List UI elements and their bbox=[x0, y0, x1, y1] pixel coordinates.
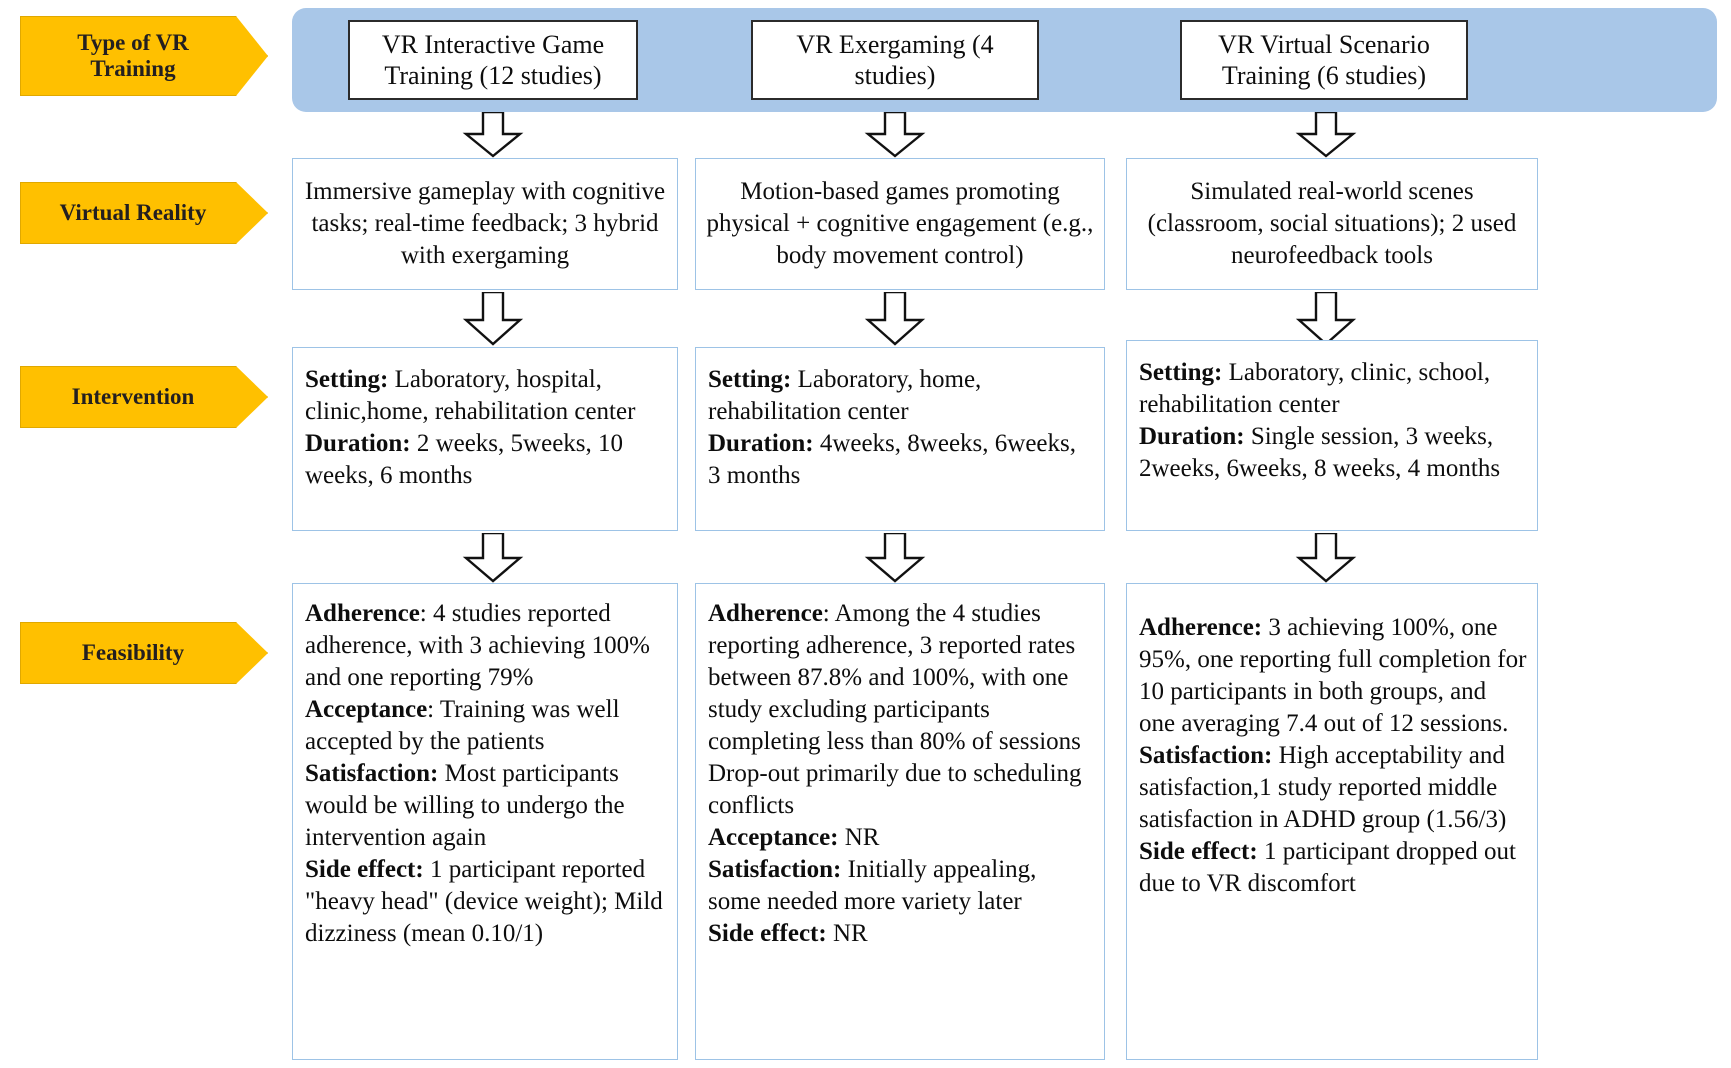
intervention-label: Setting: bbox=[1139, 359, 1223, 386]
row-label-text: Type of VR Training bbox=[77, 29, 189, 81]
connector-arrow-down-1 bbox=[462, 112, 524, 158]
virtual-reality-text: Simulated real-world scenes (classroom, … bbox=[1147, 178, 1517, 269]
intervention-value: Laboratory, hospital, clinic,home, rehab… bbox=[305, 366, 636, 425]
feasibility-label: Side effect: bbox=[305, 856, 424, 883]
intervention-line: Duration: 2 weeks, 5weeks, 10 weeks, 6 m… bbox=[305, 428, 667, 492]
feasibility-label: Side effect: bbox=[708, 920, 827, 947]
virtual-reality-box-col2[interactable]: Motion-based games promoting physical + … bbox=[695, 158, 1105, 290]
virtual-reality-box-col1[interactable]: Immersive gameplay with cognitive tasks;… bbox=[292, 158, 678, 290]
intervention-label: Duration: bbox=[1139, 423, 1245, 450]
row-label-intervention: Intervention bbox=[20, 366, 268, 428]
feasibility-line: Acceptance: Training was well accepted b… bbox=[305, 694, 667, 758]
intervention-value: 2 weeks, 5weeks, 10 weeks, 6 months bbox=[305, 430, 624, 489]
intervention-label: Setting: bbox=[305, 366, 389, 393]
intervention-value: Laboratory, home, rehabilitation center bbox=[708, 366, 982, 425]
feasibility-box-col2[interactable]: Adherence: Among the 4 studies reporting… bbox=[695, 583, 1105, 1060]
row-label-virtual-reality: Virtual Reality bbox=[20, 182, 268, 244]
feasibility-value: : Among the 4 studies reporting adherenc… bbox=[708, 600, 1082, 819]
feasibility-line: Side effect: 1 participant reported "hea… bbox=[305, 854, 667, 950]
intervention-line: Setting: Laboratory, clinic, school, reh… bbox=[1139, 357, 1527, 421]
feasibility-line: Acceptance: NR bbox=[708, 822, 1094, 854]
connector-arrow-down-2 bbox=[864, 112, 926, 158]
header-box-vr-interactive-game-training[interactable]: VR Interactive Game Training (12 studies… bbox=[348, 20, 638, 100]
feasibility-value: High acceptability and satisfaction,1 st… bbox=[1139, 742, 1507, 833]
feasibility-value: Initially appealing, some needed more va… bbox=[708, 856, 1037, 915]
intervention-line: Duration: 4weeks, 8weeks, 6weeks, 3 mont… bbox=[708, 428, 1094, 492]
feasibility-label: Acceptance bbox=[305, 696, 428, 723]
feasibility-value: : 4 studies reported adherence, with 3 a… bbox=[305, 600, 651, 691]
intervention-label: Setting: bbox=[708, 366, 792, 393]
connector-arrow-down-8 bbox=[864, 533, 926, 583]
row-label-text: Feasibility bbox=[81, 639, 185, 665]
connector-arrow-down-5 bbox=[864, 292, 926, 346]
header-box-label: VR Interactive Game Training (12 studies… bbox=[381, 29, 605, 90]
feasibility-box-col3[interactable]: Adherence: 3 achieving 100%, one 95%, on… bbox=[1126, 583, 1538, 1060]
connector-arrow-down-6 bbox=[1295, 292, 1357, 346]
intervention-line: Setting: Laboratory, home, rehabilitatio… bbox=[708, 364, 1094, 428]
feasibility-line: Adherence: Among the 4 studies reporting… bbox=[708, 598, 1094, 822]
feasibility-label: Adherence bbox=[708, 600, 823, 627]
feasibility-value: 3 achieving 100%, one 95%, one reporting… bbox=[1139, 614, 1527, 737]
row-label-text: Virtual Reality bbox=[59, 199, 207, 225]
feasibility-line: Satisfaction: Initially appealing, some … bbox=[708, 854, 1094, 918]
intervention-label: Duration: bbox=[305, 430, 411, 457]
feasibility-value: 1 participant dropped out due to VR disc… bbox=[1139, 838, 1516, 897]
intervention-value: Laboratory, clinic, school, rehabilitati… bbox=[1139, 359, 1491, 418]
feasibility-line: Satisfaction: High acceptability and sat… bbox=[1139, 740, 1527, 836]
row-label-feasibility: Feasibility bbox=[20, 622, 268, 684]
feasibility-value: NR bbox=[826, 920, 868, 947]
header-box-vr-virtual-scenario-training[interactable]: VR Virtual Scenario Training (6 studies) bbox=[1180, 20, 1468, 100]
intervention-value: 4weeks, 8weeks, 6weeks, 3 months bbox=[708, 430, 1076, 489]
header-box-label: VR Exergaming (4 studies) bbox=[796, 29, 994, 90]
feasibility-line: Satisfaction: Most participants would be… bbox=[305, 758, 667, 854]
feasibility-value: : Training was well accepted by the pati… bbox=[305, 696, 620, 755]
intervention-box-col2[interactable]: Setting: Laboratory, home, rehabilitatio… bbox=[695, 347, 1105, 531]
connector-arrow-down-3 bbox=[1295, 112, 1357, 158]
row-label-type-of-vr-training: Type of VR Training bbox=[20, 16, 268, 96]
feasibility-line: Side effect: 1 participant dropped out d… bbox=[1139, 836, 1527, 900]
connector-arrow-down-9 bbox=[1295, 533, 1357, 583]
row-label-text: Intervention bbox=[71, 383, 195, 409]
virtual-reality-text: Motion-based games promoting physical + … bbox=[706, 178, 1094, 269]
virtual-reality-text: Immersive gameplay with cognitive tasks;… bbox=[304, 178, 666, 269]
feasibility-line: Adherence: 3 achieving 100%, one 95%, on… bbox=[1139, 612, 1527, 740]
feasibility-label: Satisfaction: bbox=[708, 856, 842, 883]
feasibility-label: Adherence: bbox=[1139, 614, 1263, 641]
feasibility-box-col1[interactable]: Adherence: 4 studies reported adherence,… bbox=[292, 583, 678, 1060]
intervention-value: Single session, 3 weeks, 2weeks, 6weeks,… bbox=[1139, 423, 1501, 482]
feasibility-value: 1 participant reported "heavy head" (dev… bbox=[305, 856, 663, 947]
feasibility-line: Adherence: 4 studies reported adherence,… bbox=[305, 598, 667, 694]
virtual-reality-box-col3[interactable]: Simulated real-world scenes (classroom, … bbox=[1126, 158, 1538, 290]
header-box-label: VR Virtual Scenario Training (6 studies) bbox=[1218, 29, 1430, 90]
feasibility-label: Side effect: bbox=[1139, 838, 1258, 865]
header-box-vr-exergaming[interactable]: VR Exergaming (4 studies) bbox=[751, 20, 1039, 100]
intervention-box-col3[interactable]: Setting: Laboratory, clinic, school, reh… bbox=[1126, 340, 1538, 531]
feasibility-value: NR bbox=[838, 824, 880, 851]
intervention-box-col1[interactable]: Setting: Laboratory, hospital, clinic,ho… bbox=[292, 347, 678, 531]
feasibility-line: Side effect: NR bbox=[708, 918, 1094, 950]
intervention-line: Setting: Laboratory, hospital, clinic,ho… bbox=[305, 364, 667, 428]
connector-arrow-down-7 bbox=[462, 533, 524, 583]
feasibility-label: Acceptance: bbox=[708, 824, 839, 851]
feasibility-label: Satisfaction: bbox=[1139, 742, 1273, 769]
feasibility-label: Adherence bbox=[305, 600, 420, 627]
feasibility-label: Satisfaction: bbox=[305, 760, 439, 787]
intervention-label: Duration: bbox=[708, 430, 814, 457]
connector-arrow-down-4 bbox=[462, 292, 524, 346]
intervention-line: Duration: Single session, 3 weeks, 2week… bbox=[1139, 421, 1527, 485]
feasibility-value: Most participants would be willing to un… bbox=[305, 760, 625, 851]
